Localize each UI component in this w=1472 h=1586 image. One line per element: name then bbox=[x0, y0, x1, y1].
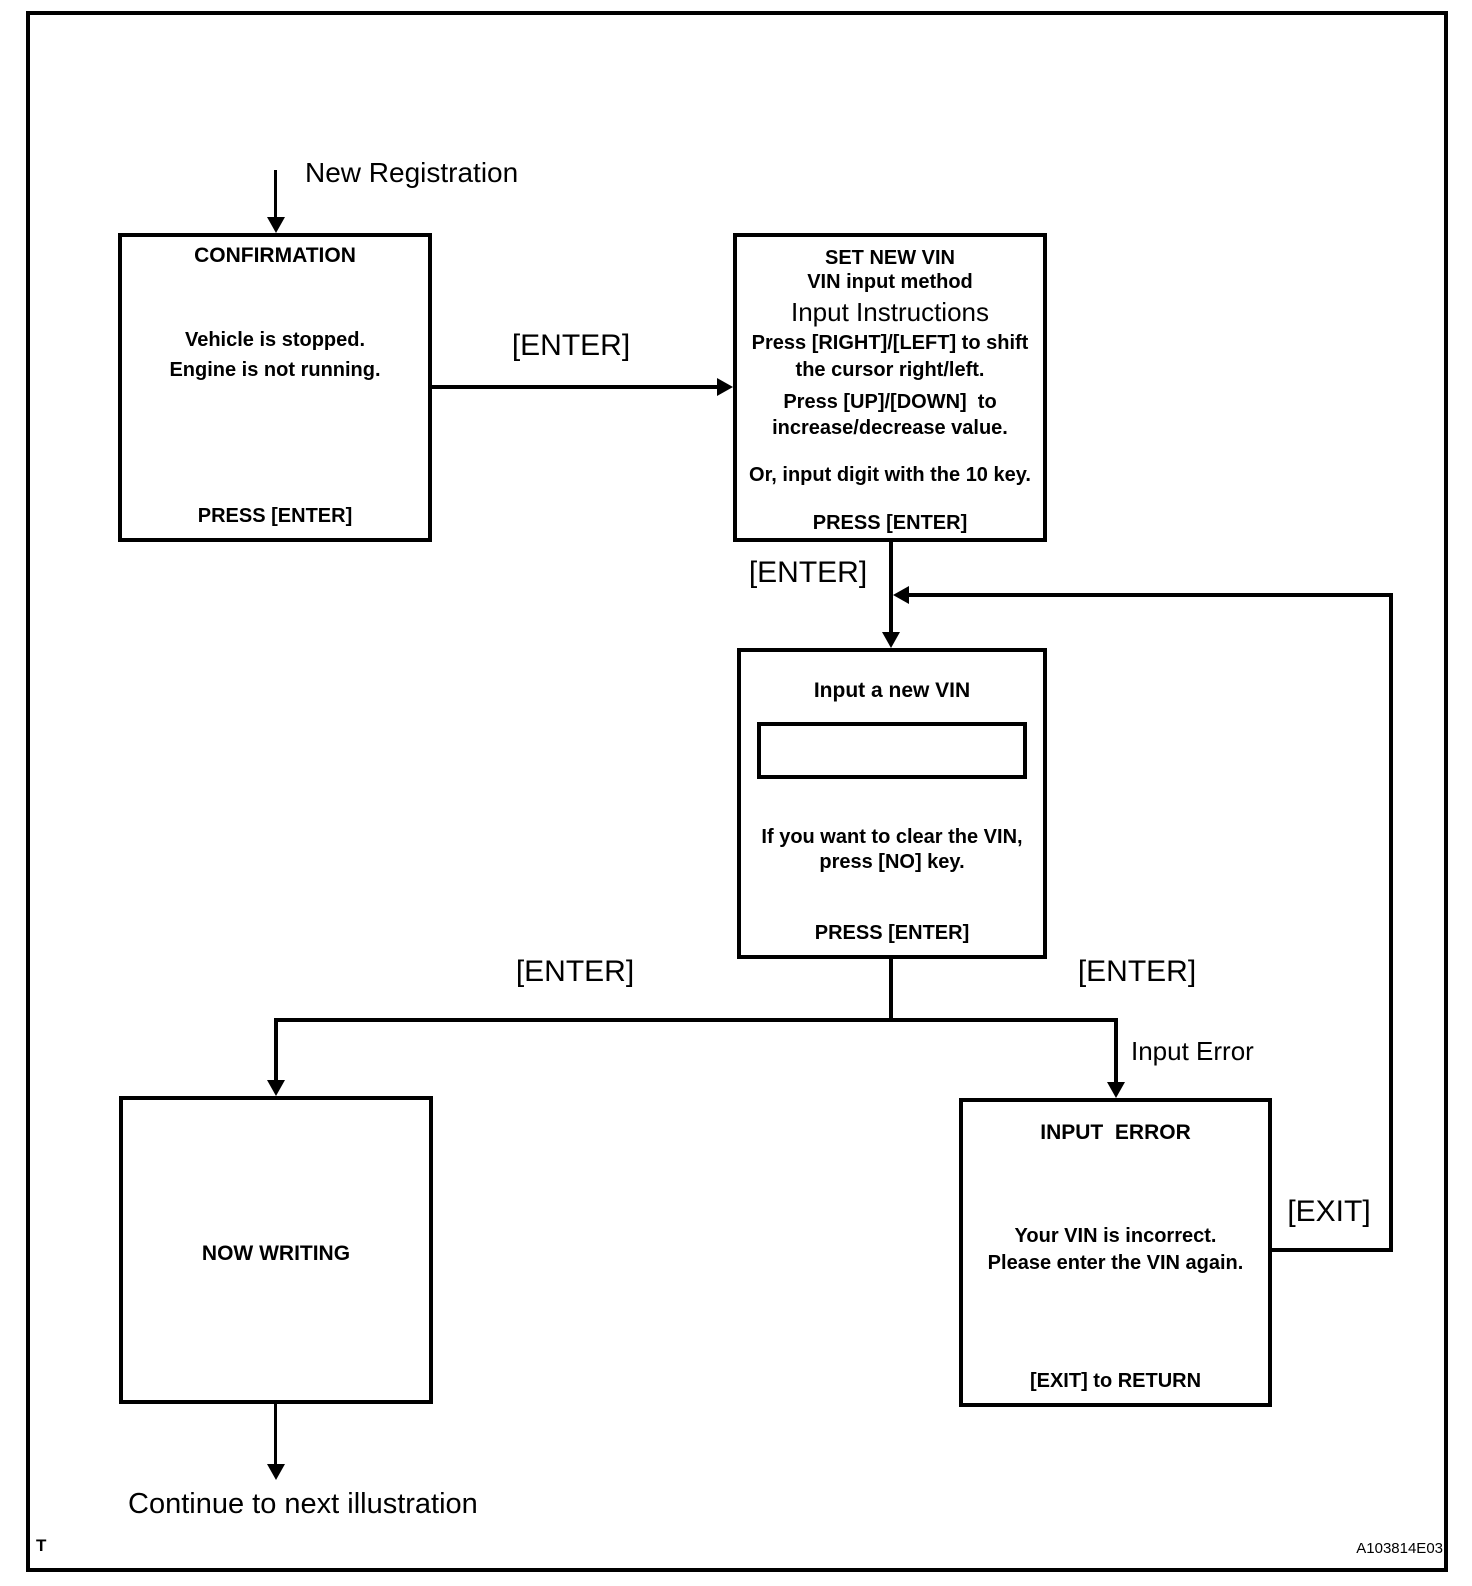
exit-label: [EXIT] bbox=[1287, 1195, 1371, 1228]
enter-mid-label: [ENTER] bbox=[748, 556, 868, 589]
new-registration-label: New Registration bbox=[305, 157, 519, 188]
enter-mid-arrowhead bbox=[882, 632, 900, 648]
figure-code: A103814E03 bbox=[1356, 1540, 1443, 1557]
new-registration-arrowhead bbox=[267, 217, 285, 233]
input-error-edge-label: Input Error bbox=[1131, 1036, 1254, 1066]
input-error-line1: Your VIN is incorrect. bbox=[1014, 1225, 1217, 1247]
enter-branch-right-label: [ENTER] bbox=[1077, 955, 1197, 988]
set-new-vin-line2: the cursor right/left. bbox=[795, 359, 985, 381]
branch-left-arrowhead bbox=[267, 1080, 285, 1096]
confirmation-footer: PRESS [ENTER] bbox=[197, 505, 353, 527]
confirmation-body-line1: Vehicle is stopped. bbox=[184, 329, 366, 351]
input-error-title: INPUT ERROR bbox=[1040, 1121, 1191, 1144]
continue-arrowhead bbox=[267, 1464, 285, 1480]
input-vin-line1: If you want to clear the VIN, bbox=[761, 826, 1023, 848]
set-new-vin-line5: Or, input digit with the 10 key. bbox=[749, 464, 1031, 486]
input-error-line2: Please enter the VIN again. bbox=[987, 1252, 1244, 1274]
continue-label: Continue to next illustration bbox=[128, 1488, 478, 1520]
confirmation-body-line2: Engine is not running. bbox=[169, 359, 381, 381]
input-vin-line2: press [NO] key. bbox=[819, 851, 965, 873]
input-vin-box: Input a new VIN If you want to clear the… bbox=[737, 648, 1047, 959]
set-new-vin-subtitle: VIN input method bbox=[807, 271, 973, 293]
set-new-vin-title: SET NEW VIN bbox=[824, 247, 955, 269]
enter-mid-line bbox=[889, 542, 893, 632]
input-error-box: INPUT ERROR Your VIN is incorrect. Pleas… bbox=[959, 1098, 1272, 1407]
branch-horizontal-line bbox=[274, 1018, 1118, 1022]
set-new-vin-line4: increase/decrease value. bbox=[772, 417, 1008, 439]
enter-top-line bbox=[432, 385, 718, 389]
diagram-frame bbox=[26, 11, 1448, 1572]
continue-line bbox=[274, 1404, 277, 1464]
now-writing-box: NOW WRITING bbox=[119, 1096, 433, 1404]
set-new-vin-line3: Press [UP]/[DOWN] to bbox=[783, 391, 997, 413]
input-vin-footer: PRESS [ENTER] bbox=[814, 922, 970, 944]
now-writing-title: NOW WRITING bbox=[201, 1242, 351, 1265]
set-new-vin-box: SET NEW VIN VIN input method Input Instr… bbox=[733, 233, 1047, 542]
corner-mark: T bbox=[36, 1536, 47, 1555]
branch-right-line bbox=[1114, 1018, 1118, 1082]
set-new-vin-line1: Press [RIGHT]/[LEFT] to shift bbox=[751, 332, 1029, 354]
input-error-footer: [EXIT] to RETURN bbox=[1029, 1370, 1202, 1392]
branch-right-arrowhead bbox=[1107, 1082, 1125, 1098]
exit-loop-arrowhead bbox=[893, 586, 909, 604]
input-vin-title: Input a new VIN bbox=[813, 679, 971, 702]
exit-loop-bottom-line bbox=[1270, 1248, 1393, 1252]
set-new-vin-heading: Input Instructions bbox=[791, 297, 989, 327]
enter-top-label: [ENTER] bbox=[511, 329, 631, 362]
exit-loop-top-line bbox=[909, 593, 1391, 597]
new-registration-line bbox=[274, 170, 277, 218]
set-new-vin-footer: PRESS [ENTER] bbox=[812, 512, 968, 534]
enter-top-arrowhead bbox=[717, 378, 733, 396]
vin-input-field bbox=[757, 722, 1027, 779]
exit-loop-right-line bbox=[1389, 593, 1393, 1252]
enter-branch-left-label: [ENTER] bbox=[515, 955, 635, 988]
confirmation-title: CONFIRMATION bbox=[194, 244, 356, 267]
branch-left-line bbox=[274, 1018, 278, 1080]
confirmation-box: CONFIRMATION Vehicle is stopped. Engine … bbox=[118, 233, 432, 542]
branch-stem-line bbox=[889, 959, 893, 1022]
